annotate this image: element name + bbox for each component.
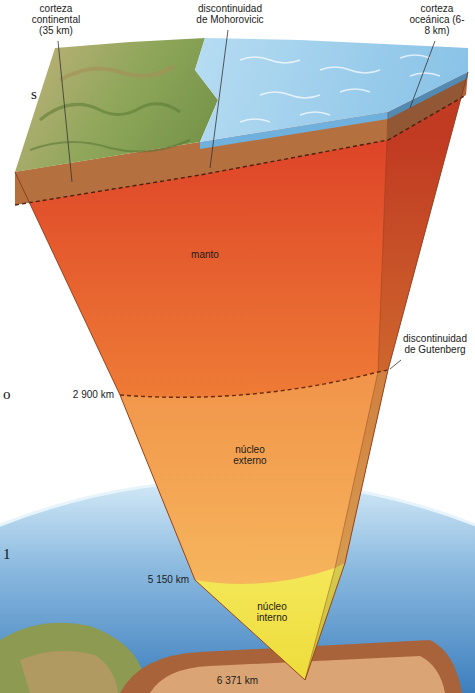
callout-label-box: 2 900 km xyxy=(73,389,114,400)
layer-band: núcleo interno xyxy=(248,601,296,624)
callout-label: discontinuidad de Gutenberg xyxy=(399,333,471,355)
callout-label-box: discontinuidad de Mohorovicic xyxy=(192,3,268,25)
stray-letter: s xyxy=(31,86,37,103)
callout-label: 6 371 km xyxy=(217,675,258,686)
stray-letter-box: o xyxy=(3,386,11,403)
moho-line xyxy=(15,95,466,205)
stray-letter-box: s xyxy=(31,86,37,103)
mantle-layer xyxy=(15,72,468,680)
wedge-edge xyxy=(305,112,388,680)
gutenberg-line xyxy=(120,370,388,397)
globe-land-relief xyxy=(20,651,118,693)
sea-waves xyxy=(240,55,440,122)
wedge-outline xyxy=(15,72,468,680)
callout-label: corteza oceánica (6-8 km) xyxy=(409,3,465,36)
sea-surface xyxy=(195,38,468,142)
leader-line xyxy=(210,30,228,168)
layer-name: núcleo interno xyxy=(248,601,296,624)
leader-line xyxy=(410,41,435,108)
callout-label: corteza continental (35 km) xyxy=(25,3,87,36)
land-relief xyxy=(60,66,175,80)
land-relief xyxy=(30,140,190,152)
layer-name: manto xyxy=(191,249,219,261)
leader-line xyxy=(58,41,72,182)
callout-label: 5 150 km xyxy=(148,574,189,585)
callout-label: 2 900 km xyxy=(73,389,114,400)
stray-letter-box: 1 xyxy=(3,546,11,563)
callout-label-box: discontinuidad de Gutenberg xyxy=(399,333,471,355)
callout-label-box: corteza continental (35 km) xyxy=(25,3,87,36)
land-relief xyxy=(40,104,180,120)
stray-letter: o xyxy=(3,386,11,403)
callout-label: discontinuidad de Mohorovicic xyxy=(192,3,268,25)
layer-band: manto xyxy=(191,249,219,261)
callout-label-box: 5 150 km xyxy=(148,574,189,585)
stray-letter: 1 xyxy=(3,546,11,563)
land-surface xyxy=(15,38,218,172)
callout-label-box: 6 371 km xyxy=(217,675,258,686)
leader-line xyxy=(390,360,401,369)
layer-band: núcleo externo xyxy=(226,444,274,467)
callout-label-box: corteza oceánica (6-8 km) xyxy=(409,3,465,36)
layer-name: núcleo externo xyxy=(226,444,274,467)
